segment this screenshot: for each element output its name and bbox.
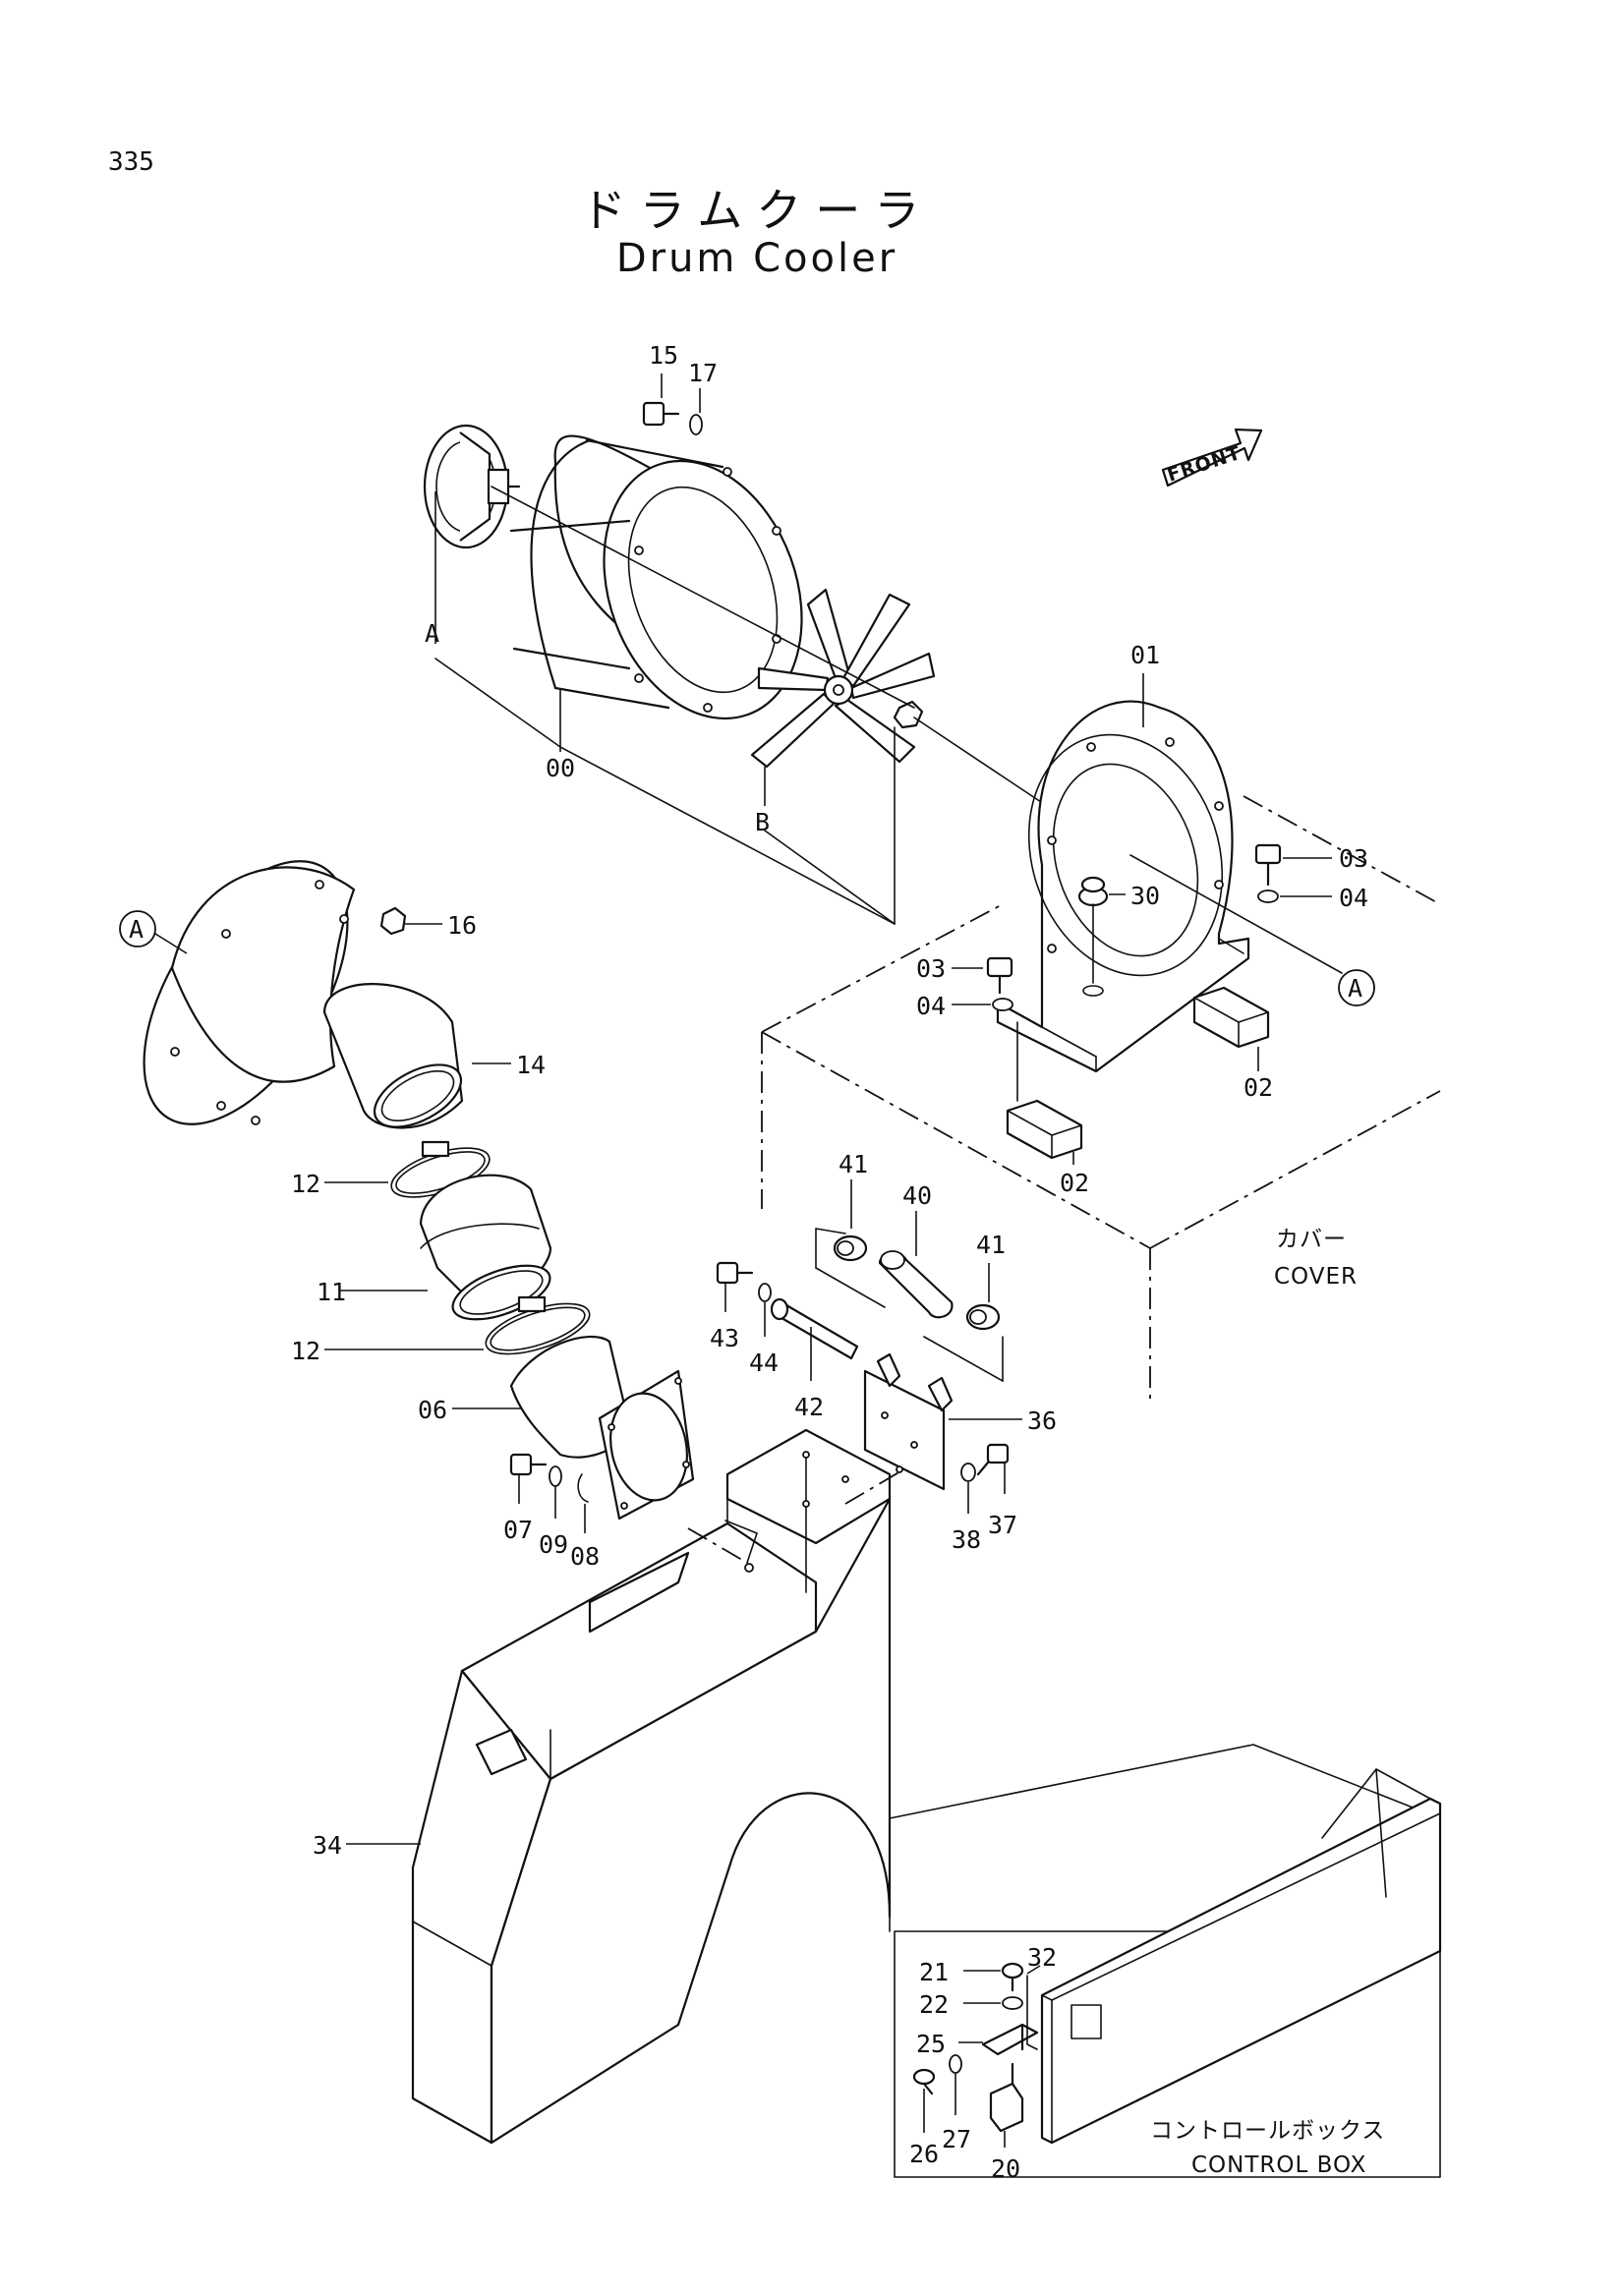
- view-marker-a-hood: A: [129, 915, 144, 944]
- cover-label-en: COVER: [1274, 1264, 1358, 1290]
- front-arrow-icon: FRONT: [1161, 428, 1263, 488]
- cover-outline: カバー COVER: [761, 795, 1441, 1406]
- bolt-03-right: 03: [1254, 843, 1368, 887]
- grommet-30: 30: [1077, 876, 1160, 997]
- rubber-hose-11: 11: [317, 1174, 552, 1321]
- view-marker-a-bracket: A: [1348, 974, 1362, 1003]
- part-01-label: 01: [1130, 641, 1160, 669]
- washer-04-right: 04: [1257, 884, 1368, 912]
- part-11-label: 11: [317, 1278, 346, 1306]
- part-34-label: 34: [313, 1831, 342, 1860]
- washer-17: 17: [688, 359, 718, 435]
- part-08-label: 08: [570, 1542, 600, 1571]
- washer-44: 44: [749, 1283, 779, 1377]
- bracket-25: 25: [916, 2023, 1039, 2058]
- part-03-right-label: 03: [1339, 844, 1368, 873]
- title-english: Drum Cooler: [615, 236, 898, 281]
- part-14-label: 14: [516, 1051, 546, 1079]
- cover-label-jp: カバー: [1276, 1227, 1347, 1252]
- part-06-label: 06: [418, 1396, 447, 1424]
- view-marker-a-motor: A: [425, 619, 439, 648]
- part-27-label: 27: [942, 2125, 971, 2153]
- part-43-label: 43: [710, 1324, 739, 1352]
- part-03-left-label: 03: [916, 954, 946, 983]
- part-42-label: 42: [794, 1393, 824, 1421]
- hose-clamp-12-bottom: 12: [291, 1295, 591, 1365]
- title-japanese: ドラムクーラ: [580, 184, 934, 237]
- part-16-label: 16: [447, 911, 477, 940]
- bolt-15: 15: [642, 341, 680, 427]
- part-26-label: 26: [909, 2140, 939, 2168]
- part-09-label: 09: [539, 1530, 568, 1559]
- nut-16: 16: [379, 906, 477, 940]
- hinge-plate-36: 36: [863, 1352, 1057, 1491]
- part-44-label: 44: [749, 1349, 779, 1377]
- screw-26: 26: [909, 2068, 939, 2168]
- part-04-left-label: 04: [916, 992, 946, 1020]
- bolt-43: 43: [710, 1261, 754, 1352]
- washer-08: 08: [570, 1473, 600, 1571]
- page-number: 335: [108, 147, 154, 177]
- fan-shroud: 00: [509, 434, 803, 782]
- part-07-label: 07: [503, 1516, 533, 1544]
- part-22-label: 22: [919, 1990, 949, 2019]
- part-30-label: 30: [1130, 882, 1160, 910]
- bracket-32: 32: [1026, 1943, 1057, 2050]
- part-15-label: 15: [649, 341, 678, 370]
- part-37-label: 37: [988, 1511, 1017, 1539]
- washer-04-left: 04: [916, 992, 1013, 1020]
- assembly-lines: [434, 486, 1048, 925]
- part-41-bottom-label: 41: [976, 1231, 1006, 1259]
- fan-blade: B: [750, 588, 936, 836]
- part-00-label: 00: [546, 754, 575, 782]
- part-17-label: 17: [688, 359, 718, 387]
- elbow-duct-06: 06: [418, 1335, 695, 1521]
- limit-switch-20: 20: [989, 2062, 1024, 2183]
- part-25-label: 25: [916, 2030, 946, 2058]
- view-marker-b: B: [755, 808, 770, 836]
- part-32-label: 32: [1027, 1943, 1057, 1972]
- part-12-bottom-label: 12: [291, 1337, 320, 1365]
- fan-motor: A: [423, 424, 521, 648]
- part-02-bottom-label: 02: [1060, 1169, 1089, 1197]
- mounting-bracket: 01 A: [996, 641, 1375, 1073]
- part-40-label: 40: [902, 1181, 932, 1210]
- bolt-37: 37: [976, 1443, 1017, 1539]
- part-41-top-label: 41: [839, 1150, 868, 1178]
- control-box-inset: コントロールボックス CONTROL BOX: [889, 1744, 1442, 2178]
- part-36-label: 36: [1027, 1406, 1057, 1435]
- air-duct-34: 34: [313, 1428, 930, 2145]
- hinge-bushing-41-top: 41: [815, 1150, 886, 1308]
- hinge-rod-42: 42: [770, 1297, 859, 1421]
- washer-38: 38: [952, 1463, 981, 1554]
- part-02-right-label: 02: [1244, 1073, 1273, 1102]
- part-20-label: 20: [991, 2154, 1020, 2183]
- washer-09: 09: [539, 1465, 568, 1559]
- spacer-02-right: 02: [1192, 986, 1273, 1102]
- screw-21: 21: [919, 1958, 1024, 1992]
- part-38-label: 38: [952, 1525, 981, 1554]
- spacer-02-bottom: 02: [1006, 1021, 1089, 1197]
- inlet-hood: 14 A: [119, 860, 546, 1129]
- bolt-07: 07: [503, 1453, 548, 1544]
- control-box-label-jp: コントロールボックス: [1150, 2118, 1385, 2144]
- part-04-right-label: 04: [1339, 884, 1368, 912]
- bolt-03-left: 03: [916, 954, 1013, 995]
- part-21-label: 21: [919, 1958, 949, 1986]
- washer-22: 22: [919, 1990, 1023, 2019]
- control-box-label-en: CONTROL BOX: [1191, 2152, 1366, 2178]
- front-arrow-label: FRONT: [1165, 442, 1244, 487]
- hinge-bushing-41-bottom: 41: [923, 1231, 1006, 1382]
- hinge-pin-40: 40: [878, 1181, 954, 1319]
- washer-27: 27: [942, 2054, 971, 2153]
- part-12-top-label: 12: [291, 1170, 320, 1198]
